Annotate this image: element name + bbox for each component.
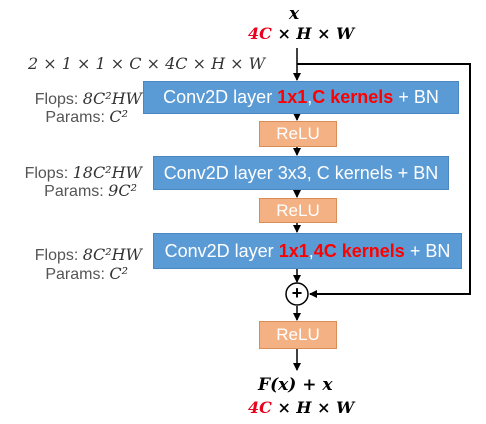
relu1-box: ReLU — [259, 121, 337, 147]
layer3-flops: Flops: 8C²HW — [34, 245, 142, 264]
add-node-symbol: + — [291, 282, 303, 303]
layer2-params: Params: 9C² — [44, 181, 137, 200]
output-dims: × H × W — [271, 398, 355, 417]
input-dims: × H × W — [271, 24, 355, 43]
conv1-box: Conv2D layer 1x1, C kernels + BN — [143, 81, 459, 114]
output-channels: 4C — [248, 398, 272, 417]
conv2-box: Conv2D layer 3x3, C kernels + BN — [153, 156, 449, 190]
relu2-box: ReLU — [259, 198, 337, 223]
conv1-kernel-size: 1x1 — [277, 87, 308, 107]
input-symbol: x — [289, 4, 300, 24]
conv3-box: Conv2D layer 1x1, 4C kernels + BN — [153, 233, 462, 269]
weight-shape-label: 2 × 1 × 1 × C × 4C × H × W — [28, 54, 266, 73]
conv1-kernel-count: C kernels — [312, 87, 394, 107]
conv3-kernel-count: 4C kernels — [313, 240, 405, 261]
conv3-kernel-size: 1x1 — [278, 240, 309, 261]
output-expression: F(x) + x — [258, 375, 333, 395]
add-node-circle — [285, 282, 309, 306]
layer2-flops: Flops: 18C²HW — [24, 163, 142, 182]
relu3-box: ReLU — [259, 321, 337, 349]
input-shape: 4C × H × W — [248, 24, 354, 43]
output-shape: 4C × H × W — [248, 398, 354, 417]
skip-connection — [297, 63, 471, 298]
layer1-flops: Flops: 8C²HW — [34, 89, 142, 108]
input-channels: 4C — [248, 24, 272, 43]
layer1-params: Params: C² — [45, 107, 128, 126]
layer3-params: Params: C² — [45, 264, 128, 283]
